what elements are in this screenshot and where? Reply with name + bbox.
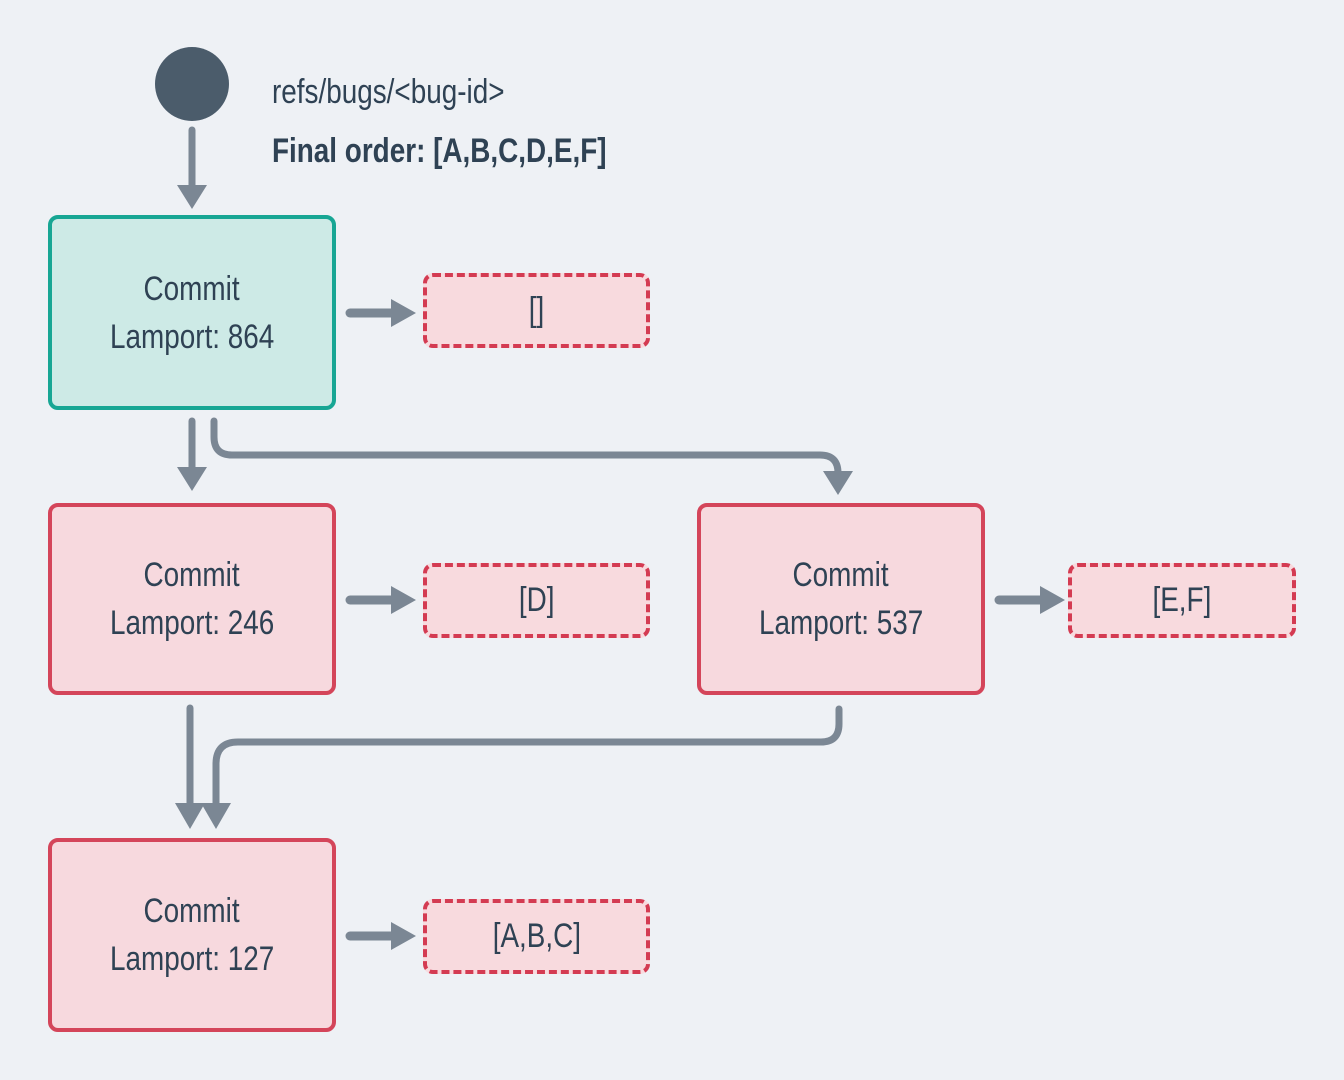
edge-864-to-246-arrowhead	[177, 467, 207, 491]
final-order-label: Final order: [A,B,C,D,E,F]	[272, 131, 680, 171]
payload-box-ef: [E,F]	[1068, 563, 1296, 638]
ref-name-text: refs/bugs/<bug-id>	[272, 73, 505, 111]
commit-node-864: Commit Lamport: 864	[48, 215, 336, 410]
commit-node-127-title: Commit	[143, 892, 241, 930]
payload-box-empty: []	[423, 273, 650, 348]
payload-box-abc-label: [A,B,C]	[492, 917, 581, 955]
payload-box-d-label: [D]	[518, 581, 555, 619]
payload-box-abc: [A,B,C]	[423, 899, 650, 974]
edge-246-to-127-arrowhead	[175, 803, 205, 829]
ref-name-label: refs/bugs/<bug-id>	[272, 72, 556, 112]
commit-node-864-lamport: Lamport: 864	[109, 317, 275, 356]
commit-node-537-title: Commit	[792, 556, 890, 594]
edge-537-to-127-arrowhead	[201, 803, 231, 829]
commit-node-246-title: Commit	[143, 556, 241, 594]
ref-head-circle	[155, 47, 229, 121]
commit-node-537: Commit Lamport: 537	[697, 503, 985, 695]
commit-node-127-lamport: Lamport: 127	[109, 940, 275, 978]
edge-246-to-payload-arrowhead	[391, 586, 416, 614]
commit-node-246: Commit Lamport: 246	[48, 503, 336, 695]
final-order-text: Final order: [A,B,C,D,E,F]	[272, 132, 607, 170]
edge-537-to-127	[212, 705, 843, 808]
commit-node-127: Commit Lamport: 127	[48, 838, 336, 1032]
edge-864-to-537-arrowhead	[823, 471, 853, 495]
commit-node-246-lamport: Lamport: 246	[109, 604, 275, 642]
edge-864-to-537	[210, 417, 842, 477]
payload-box-empty-label: []	[528, 291, 545, 329]
edge-537-to-payload-arrowhead	[1040, 586, 1065, 614]
commit-node-537-lamport: Lamport: 537	[758, 604, 924, 642]
payload-box-d: [D]	[423, 563, 650, 638]
edge-864-to-payload-arrowhead	[391, 299, 416, 327]
payload-box-ef-label: [E,F]	[1152, 581, 1212, 619]
commit-node-864-title: Commit	[143, 269, 241, 308]
edge-ref-to-864-arrowhead	[177, 185, 207, 209]
edge-127-to-payload-arrowhead	[391, 922, 416, 950]
